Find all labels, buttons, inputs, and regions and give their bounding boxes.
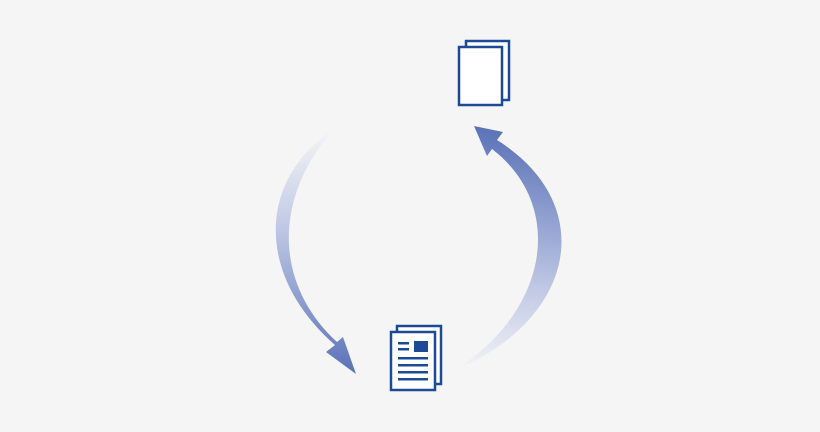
filled-documents-icon <box>389 324 443 392</box>
curved-arrow-right-icon <box>455 126 562 370</box>
blank-documents-icon <box>457 39 511 107</box>
curved-arrow-left-icon <box>275 130 356 374</box>
